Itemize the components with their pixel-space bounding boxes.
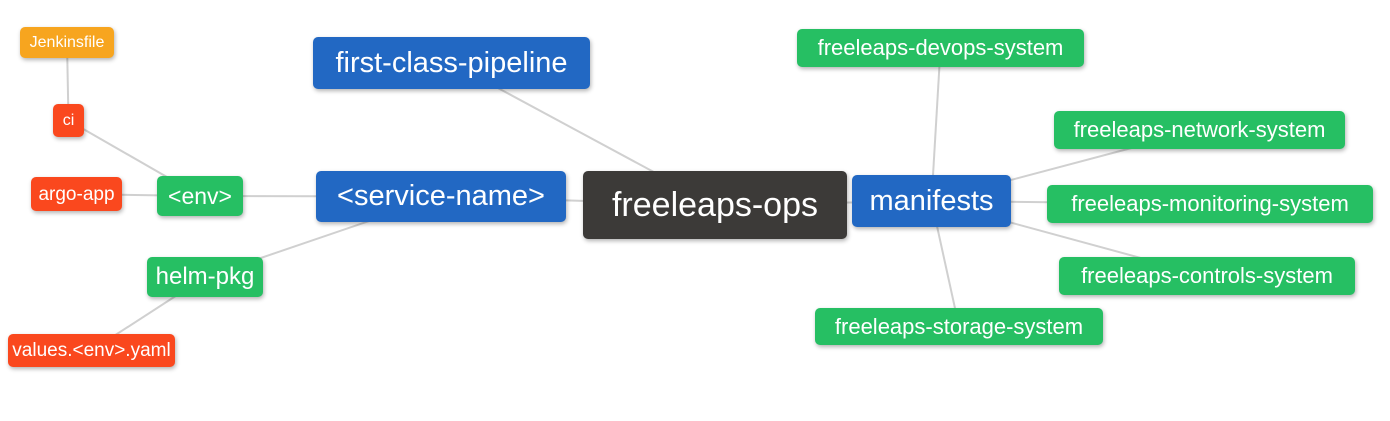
node-freeleaps-network-system[interactable]: freeleaps-network-system (1054, 111, 1345, 149)
node-manifests[interactable]: manifests (852, 175, 1011, 227)
node-freeleaps-controls-system[interactable]: freeleaps-controls-system (1059, 257, 1355, 295)
node-freeleaps-ops[interactable]: freeleaps-ops (583, 171, 847, 239)
node-freeleaps-storage-system[interactable]: freeleaps-storage-system (815, 308, 1103, 345)
node-freeleaps-devops-system[interactable]: freeleaps-devops-system (797, 29, 1084, 67)
node-env[interactable]: <env> (157, 176, 243, 216)
node-first-class-pipeline[interactable]: first-class-pipeline (313, 37, 590, 89)
node-jenkinsfile[interactable]: Jenkinsfile (20, 27, 114, 58)
node-service-name[interactable]: <service-name> (316, 171, 566, 222)
node-argo-app[interactable]: argo-app (31, 177, 122, 211)
node-values-env-yaml[interactable]: values.<env>.yaml (8, 334, 175, 367)
node-helm-pkg[interactable]: helm-pkg (147, 257, 263, 297)
node-ci[interactable]: ci (53, 104, 84, 137)
node-freeleaps-monitoring-system[interactable]: freeleaps-monitoring-system (1047, 185, 1373, 223)
